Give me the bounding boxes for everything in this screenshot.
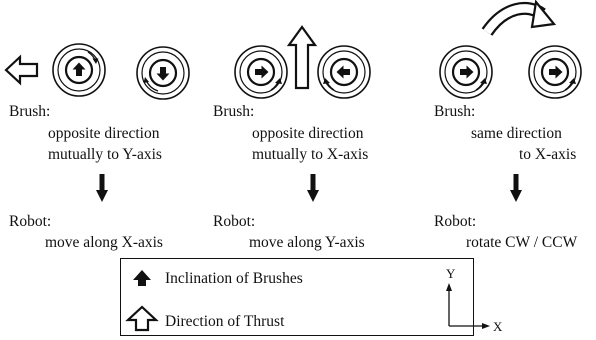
panel-1-right-brush [135,45,191,101]
panel-2-robot-line: move along Y-axis [249,234,365,251]
panel-2-thrust-arrow-up [286,25,318,90]
legend-x-axis-label: X [493,319,503,334]
panel-1-brush-line-1: opposite direction [48,125,160,142]
panel-2-down-arrow [307,174,319,202]
panel-3-rotation-thrust-arrow [481,0,557,36]
panel-3-brush-line-2: to X-axis [519,146,577,163]
panel-2-left-brush [233,44,289,100]
legend-thrust-label: Direction of Thrust [165,313,285,330]
panel-3-brush-line-1: same direction [471,125,562,142]
panel-1-thrust-arrow-left [4,54,39,86]
panel-2-right-brush [316,44,372,100]
panel-3-left-brush [438,44,494,100]
panel-3-robot-line: rotate CW / CCW [466,234,578,251]
legend-inclination-icon [133,270,151,286]
panel-3-robot-heading: Robot: [434,213,477,230]
panel-1-robot-heading: Robot: [9,213,52,230]
panel-3-brush-heading: Brush: [434,103,476,120]
panel-1-down-arrow [96,174,108,202]
panel-1-left-brush [51,42,107,98]
legend-axes-icon [446,283,490,329]
legend-y-axis-label: Y [446,266,456,281]
panel-1-brush-line-2: mutually to Y-axis [48,146,162,163]
legend-thrust-icon [125,305,159,332]
panel-3-down-arrow [510,174,522,202]
panel-2-brush-line-2: mutually to X-axis [252,146,369,163]
panel-3-right-brush [527,44,583,100]
legend-inclination-label: Inclination of Brushes [165,270,303,287]
panel-1-brush-heading: Brush: [9,103,51,120]
legend-box [120,258,474,336]
panel-1-robot-line: move along X-axis [45,234,163,251]
panel-2-brush-line-1: opposite direction [252,125,364,142]
panel-2-brush-heading: Brush: [213,103,255,120]
panel-2-robot-heading: Robot: [213,213,256,230]
